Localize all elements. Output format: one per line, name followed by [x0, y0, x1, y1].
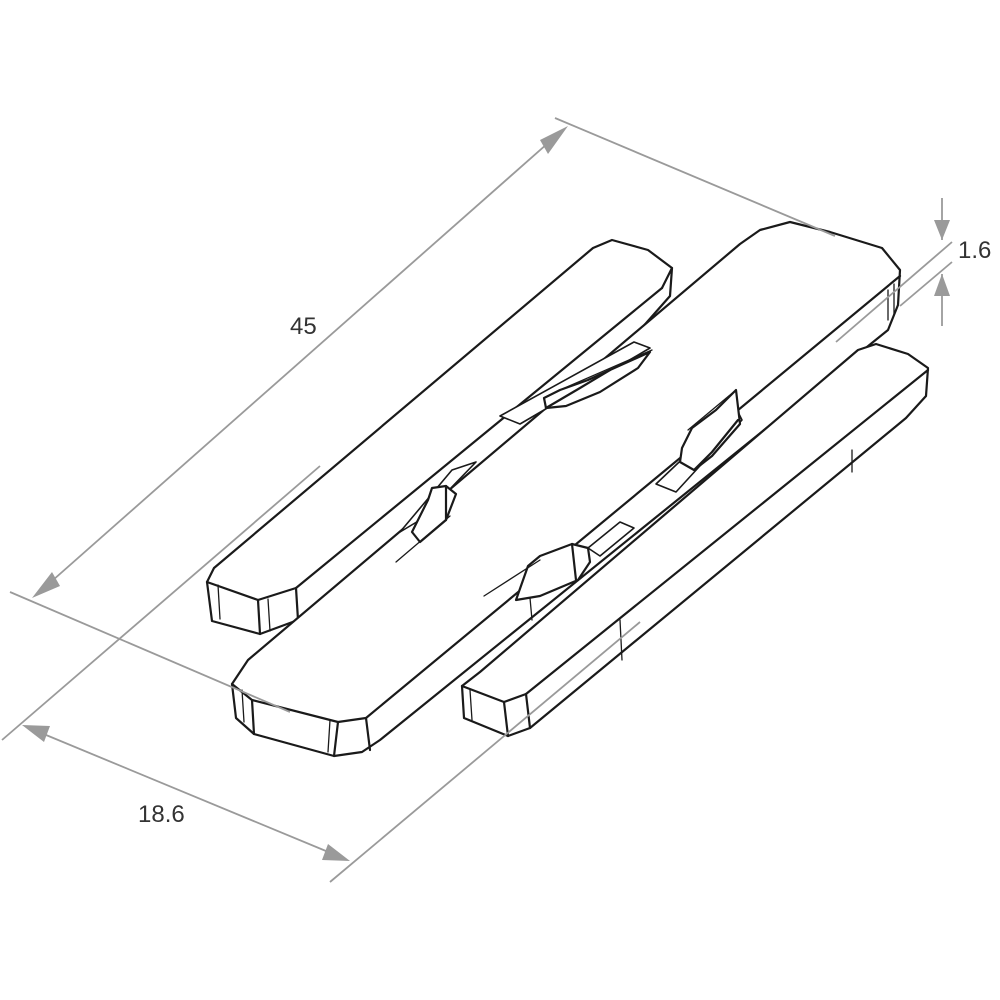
thickness-arrow-top [934, 220, 950, 240]
spacer-part [205, 220, 930, 758]
prong-front-right [460, 342, 930, 738]
prong-back-left [205, 238, 674, 636]
dimension-width: 18.6 [1, 465, 641, 883]
slot-lower [483, 521, 635, 621]
thickness-extension-line-bottom [899, 261, 953, 307]
dimension-length: 45 [9, 117, 836, 713]
length-extension-line-back [554, 117, 836, 237]
thickness-extension-line-top [835, 241, 953, 343]
length-arrow-end [540, 126, 568, 154]
length-dimension-line [43, 135, 557, 589]
width-label: 18.6 [138, 801, 185, 828]
dimension-thickness: 1.6 [835, 198, 991, 343]
width-arrow-start [22, 725, 50, 742]
slot-left [395, 461, 477, 563]
slot-upper [499, 341, 653, 425]
width-dimension-line [33, 729, 339, 857]
slot-right [655, 388, 743, 493]
thickness-arrow-bottom [934, 274, 950, 296]
length-arrow-start [32, 572, 60, 598]
thickness-label: 1.6 [958, 237, 991, 264]
length-extension-line-front [9, 591, 291, 713]
width-extension-line-right [329, 621, 641, 883]
length-label: 45 [290, 313, 317, 340]
width-arrow-end [322, 844, 350, 861]
main-plate [230, 220, 902, 758]
width-extension-line-left [1, 465, 321, 741]
